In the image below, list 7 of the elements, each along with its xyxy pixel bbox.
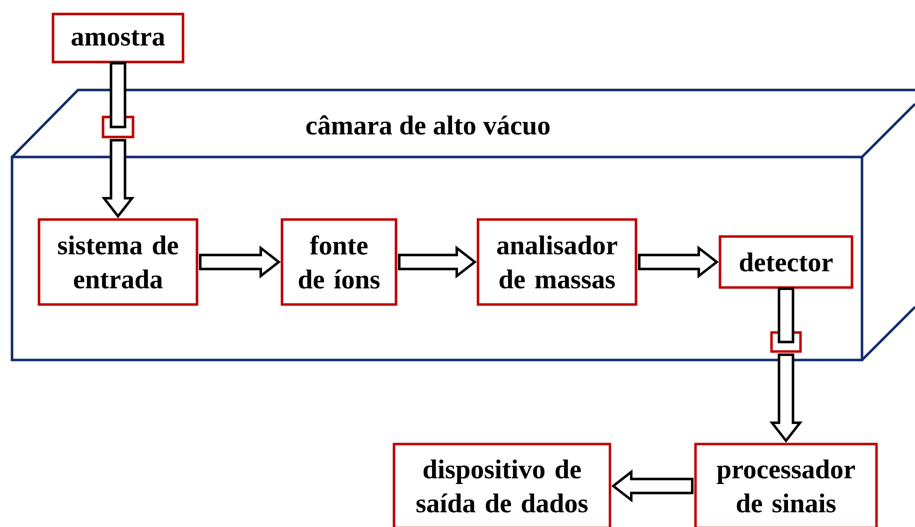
block-arrow: [110, 62, 126, 128]
block-arrow: [611, 469, 694, 503]
process-box: amostra: [52, 12, 184, 64]
chamber-label: câmara de alto vácuo: [306, 115, 550, 135]
process-box: processador de sinais: [694, 442, 878, 527]
block-arrow: [769, 354, 803, 443]
process-box: dispositivo de saída de dados: [392, 442, 612, 527]
